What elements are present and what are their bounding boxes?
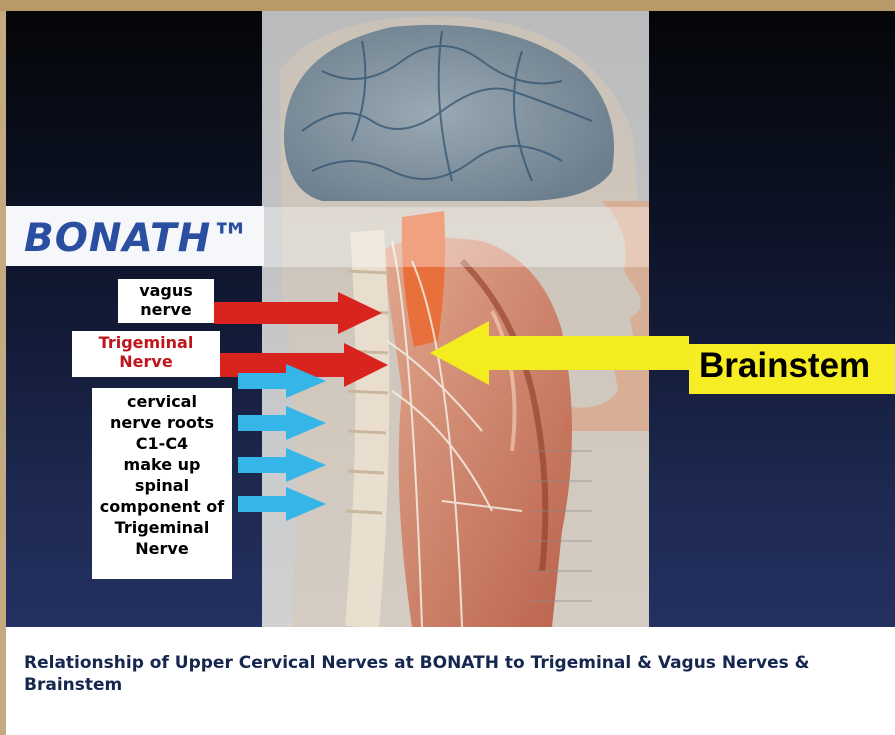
brainstem-yellow-arrow [430,321,689,385]
arrow-layer [6,11,895,627]
figure-caption: Relationship of Upper Cervical Nerves at… [24,652,864,696]
cervical-cyan-arrow-4 [238,487,326,521]
vagus-red-arrow [214,292,382,334]
slide-image: BONATH™ vagus nerve Trigeminal Nerve cer… [6,11,895,627]
cervical-cyan-arrow-3 [238,448,326,482]
top-frame-bar [0,0,895,11]
cervical-cyan-arrow-2 [238,406,326,440]
